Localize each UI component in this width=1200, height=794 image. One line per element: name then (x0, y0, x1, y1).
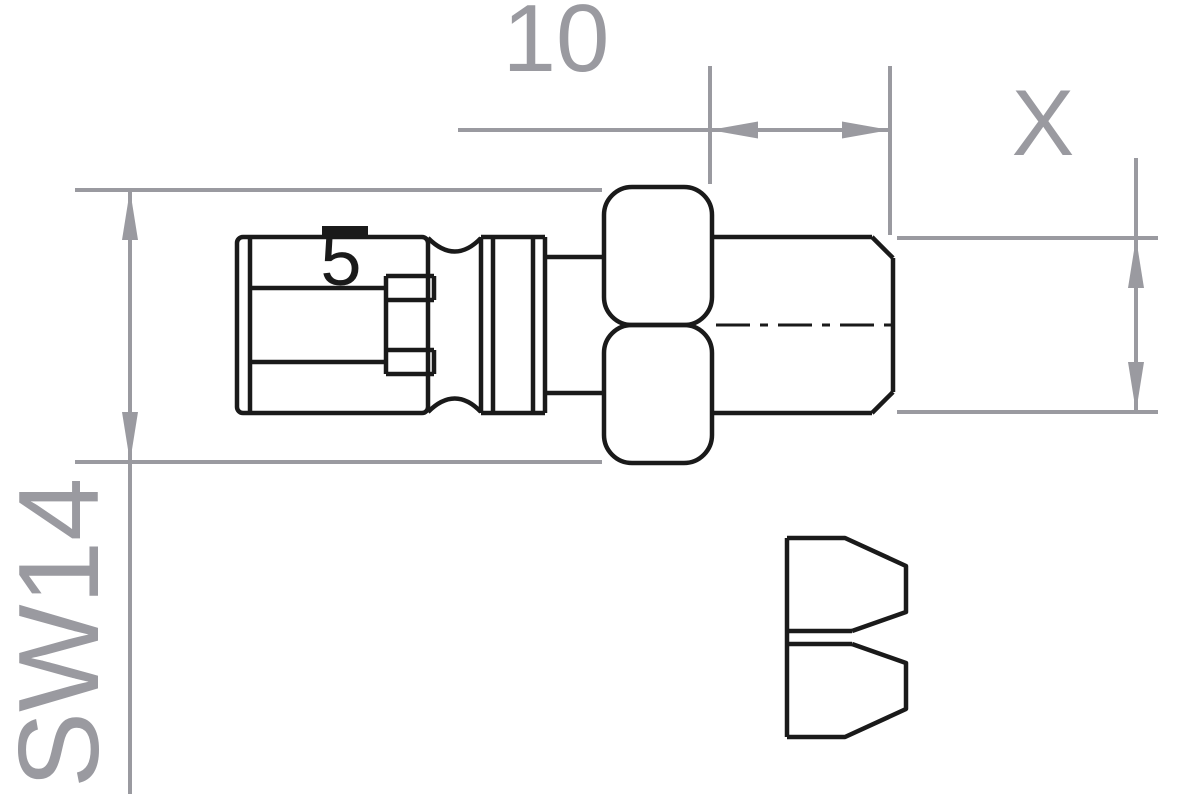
bore-size-label: 5 (320, 218, 361, 301)
dim-x-label: X (1012, 70, 1075, 175)
dim-sw-label: SW14 (0, 478, 123, 788)
dimension-wrench-size: SW14 (0, 188, 602, 794)
seat-detail-view (784, 535, 909, 740)
dim-x-arrow-up (1128, 238, 1144, 288)
hex-flat-upper (601, 184, 715, 328)
thread-chamfer-top (870, 235, 895, 260)
detail-outline-top (787, 535, 909, 634)
dim-sw-arrow-up (122, 190, 138, 240)
fitting-side-view: 5 (234, 184, 902, 466)
dim-sw-arrow-down (122, 412, 138, 462)
dim-10-arrow-left (710, 121, 758, 139)
dim-10-label: 10 (503, 0, 610, 92)
crimp-mark (322, 226, 368, 238)
hex-flat-lower (601, 322, 715, 466)
ferrule-waist-top (426, 236, 483, 254)
detail-outline-bottom (787, 641, 909, 740)
thread-chamfer-bottom (870, 390, 895, 415)
dimension-thread-length: 10 (458, 0, 892, 235)
ferrule-waist-bottom (426, 396, 483, 414)
dimension-thread-diameter: X (897, 70, 1158, 414)
dim-x-arrow-down (1128, 362, 1144, 412)
dim-10-arrow-right (842, 121, 890, 139)
